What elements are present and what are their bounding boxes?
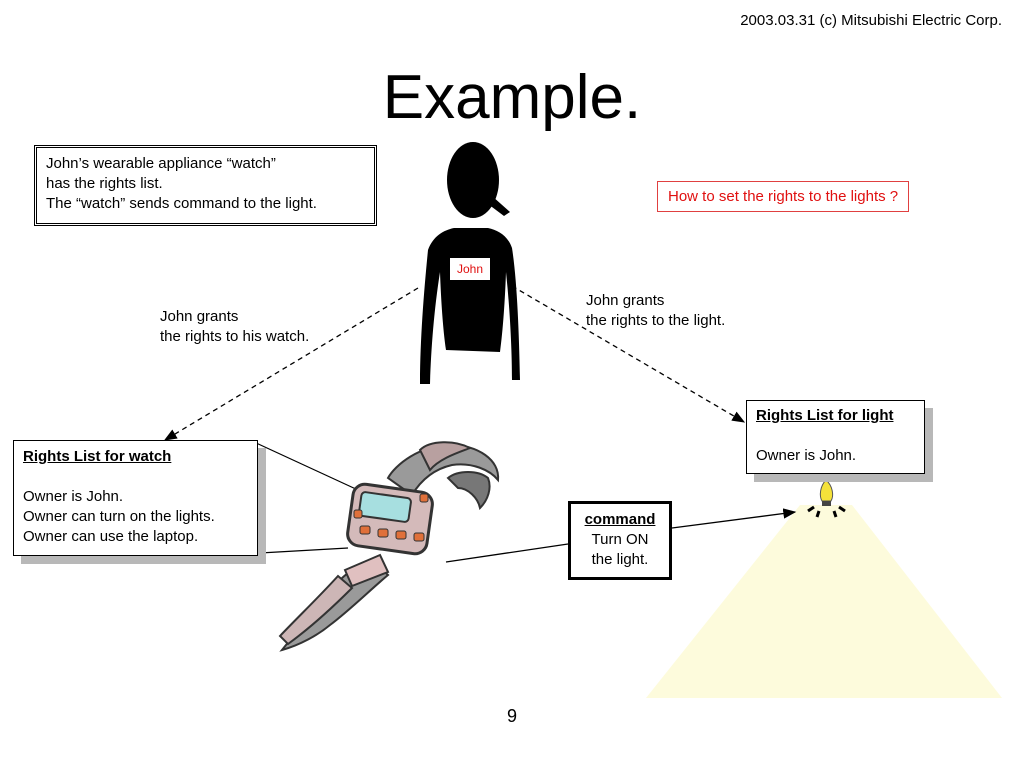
lightbulb-icon [807, 479, 846, 518]
grant-watch-line-2: the rights to his watch. [160, 328, 310, 345]
wristwatch-icon [278, 441, 500, 652]
question-box: How to set the rights to the lights ? [657, 181, 910, 212]
command-line-in [445, 543, 569, 563]
grant-light-label: John grants the rights to the light. [586, 291, 725, 331]
rights-light-title: Rights List for light [756, 407, 894, 424]
command-line-1: Turn ON [591, 531, 649, 548]
grant-light-line-2: the rights to the light. [586, 312, 726, 329]
grant-light-line-1: John grants [586, 292, 665, 309]
light-beam [646, 505, 1002, 698]
note-line-3: The “watch” sends command to the light. [46, 195, 317, 212]
command-line-2: the light. [591, 551, 649, 568]
note-line-2: has the rights list. [46, 175, 163, 192]
rights-watch-line-2: Owner can turn on the lights. [23, 508, 215, 525]
copyright-text: 2003.03.31 (c) Mitsubishi Electric Corp. [740, 12, 1002, 29]
command-box: command Turn ON the light. [568, 501, 672, 580]
rights-watch-title: Rights List for watch [23, 448, 172, 465]
slide-title: Example. [382, 63, 642, 132]
grant-watch-line-1: John grants [160, 308, 239, 325]
rights-list-light: Rights List for light Owner is John. [746, 400, 925, 474]
callout-line-top [253, 441, 359, 491]
watch-description-note: John’s wearable appliance “watch” has th… [34, 145, 377, 226]
command-arrow-out [671, 508, 797, 529]
command-title: command [584, 511, 656, 528]
grant-watch-label: John grants the rights to his watch. [160, 307, 309, 347]
rights-light-line-1: Owner is John. [756, 447, 857, 464]
page-number: 9 [506, 706, 517, 726]
person-silhouette [420, 142, 520, 384]
rights-watch-line-1: Owner is John. [23, 488, 124, 505]
person-label: John [450, 258, 490, 280]
rights-list-watch: Rights List for watch Owner is John. Own… [13, 440, 258, 556]
note-line-1: John’s wearable appliance “watch” [46, 155, 276, 172]
rights-watch-line-3: Owner can use the laptop. [23, 528, 199, 545]
callout-line-bottom [259, 547, 349, 554]
grant-arrow-watch [163, 287, 419, 441]
